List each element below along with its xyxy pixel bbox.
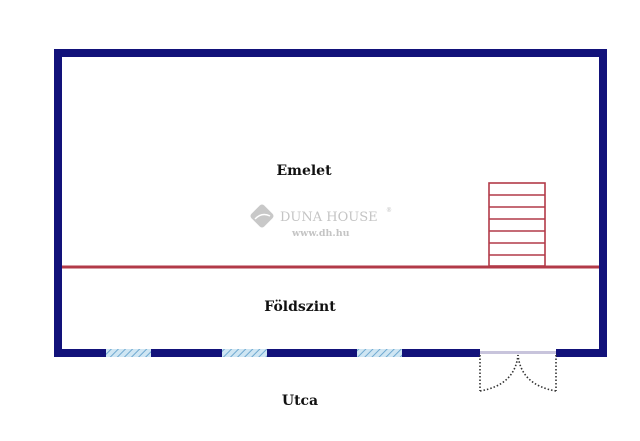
room-label-ground: Földszint [264,299,336,315]
window [222,349,267,357]
room-label-upper: Emelet [276,163,332,179]
duna-house-watermark: DUNA HOUSE ® www.dh.hu [250,204,392,239]
window [357,349,402,357]
double-door [479,354,557,392]
window [106,349,151,357]
outer-wall [54,49,607,357]
watermark-url: www.dh.hu [291,228,350,239]
street-label: Utca [282,393,318,409]
watermark-brand: DUNA HOUSE [280,210,378,225]
stairs [488,182,546,267]
watermark-registered: ® [386,207,392,214]
